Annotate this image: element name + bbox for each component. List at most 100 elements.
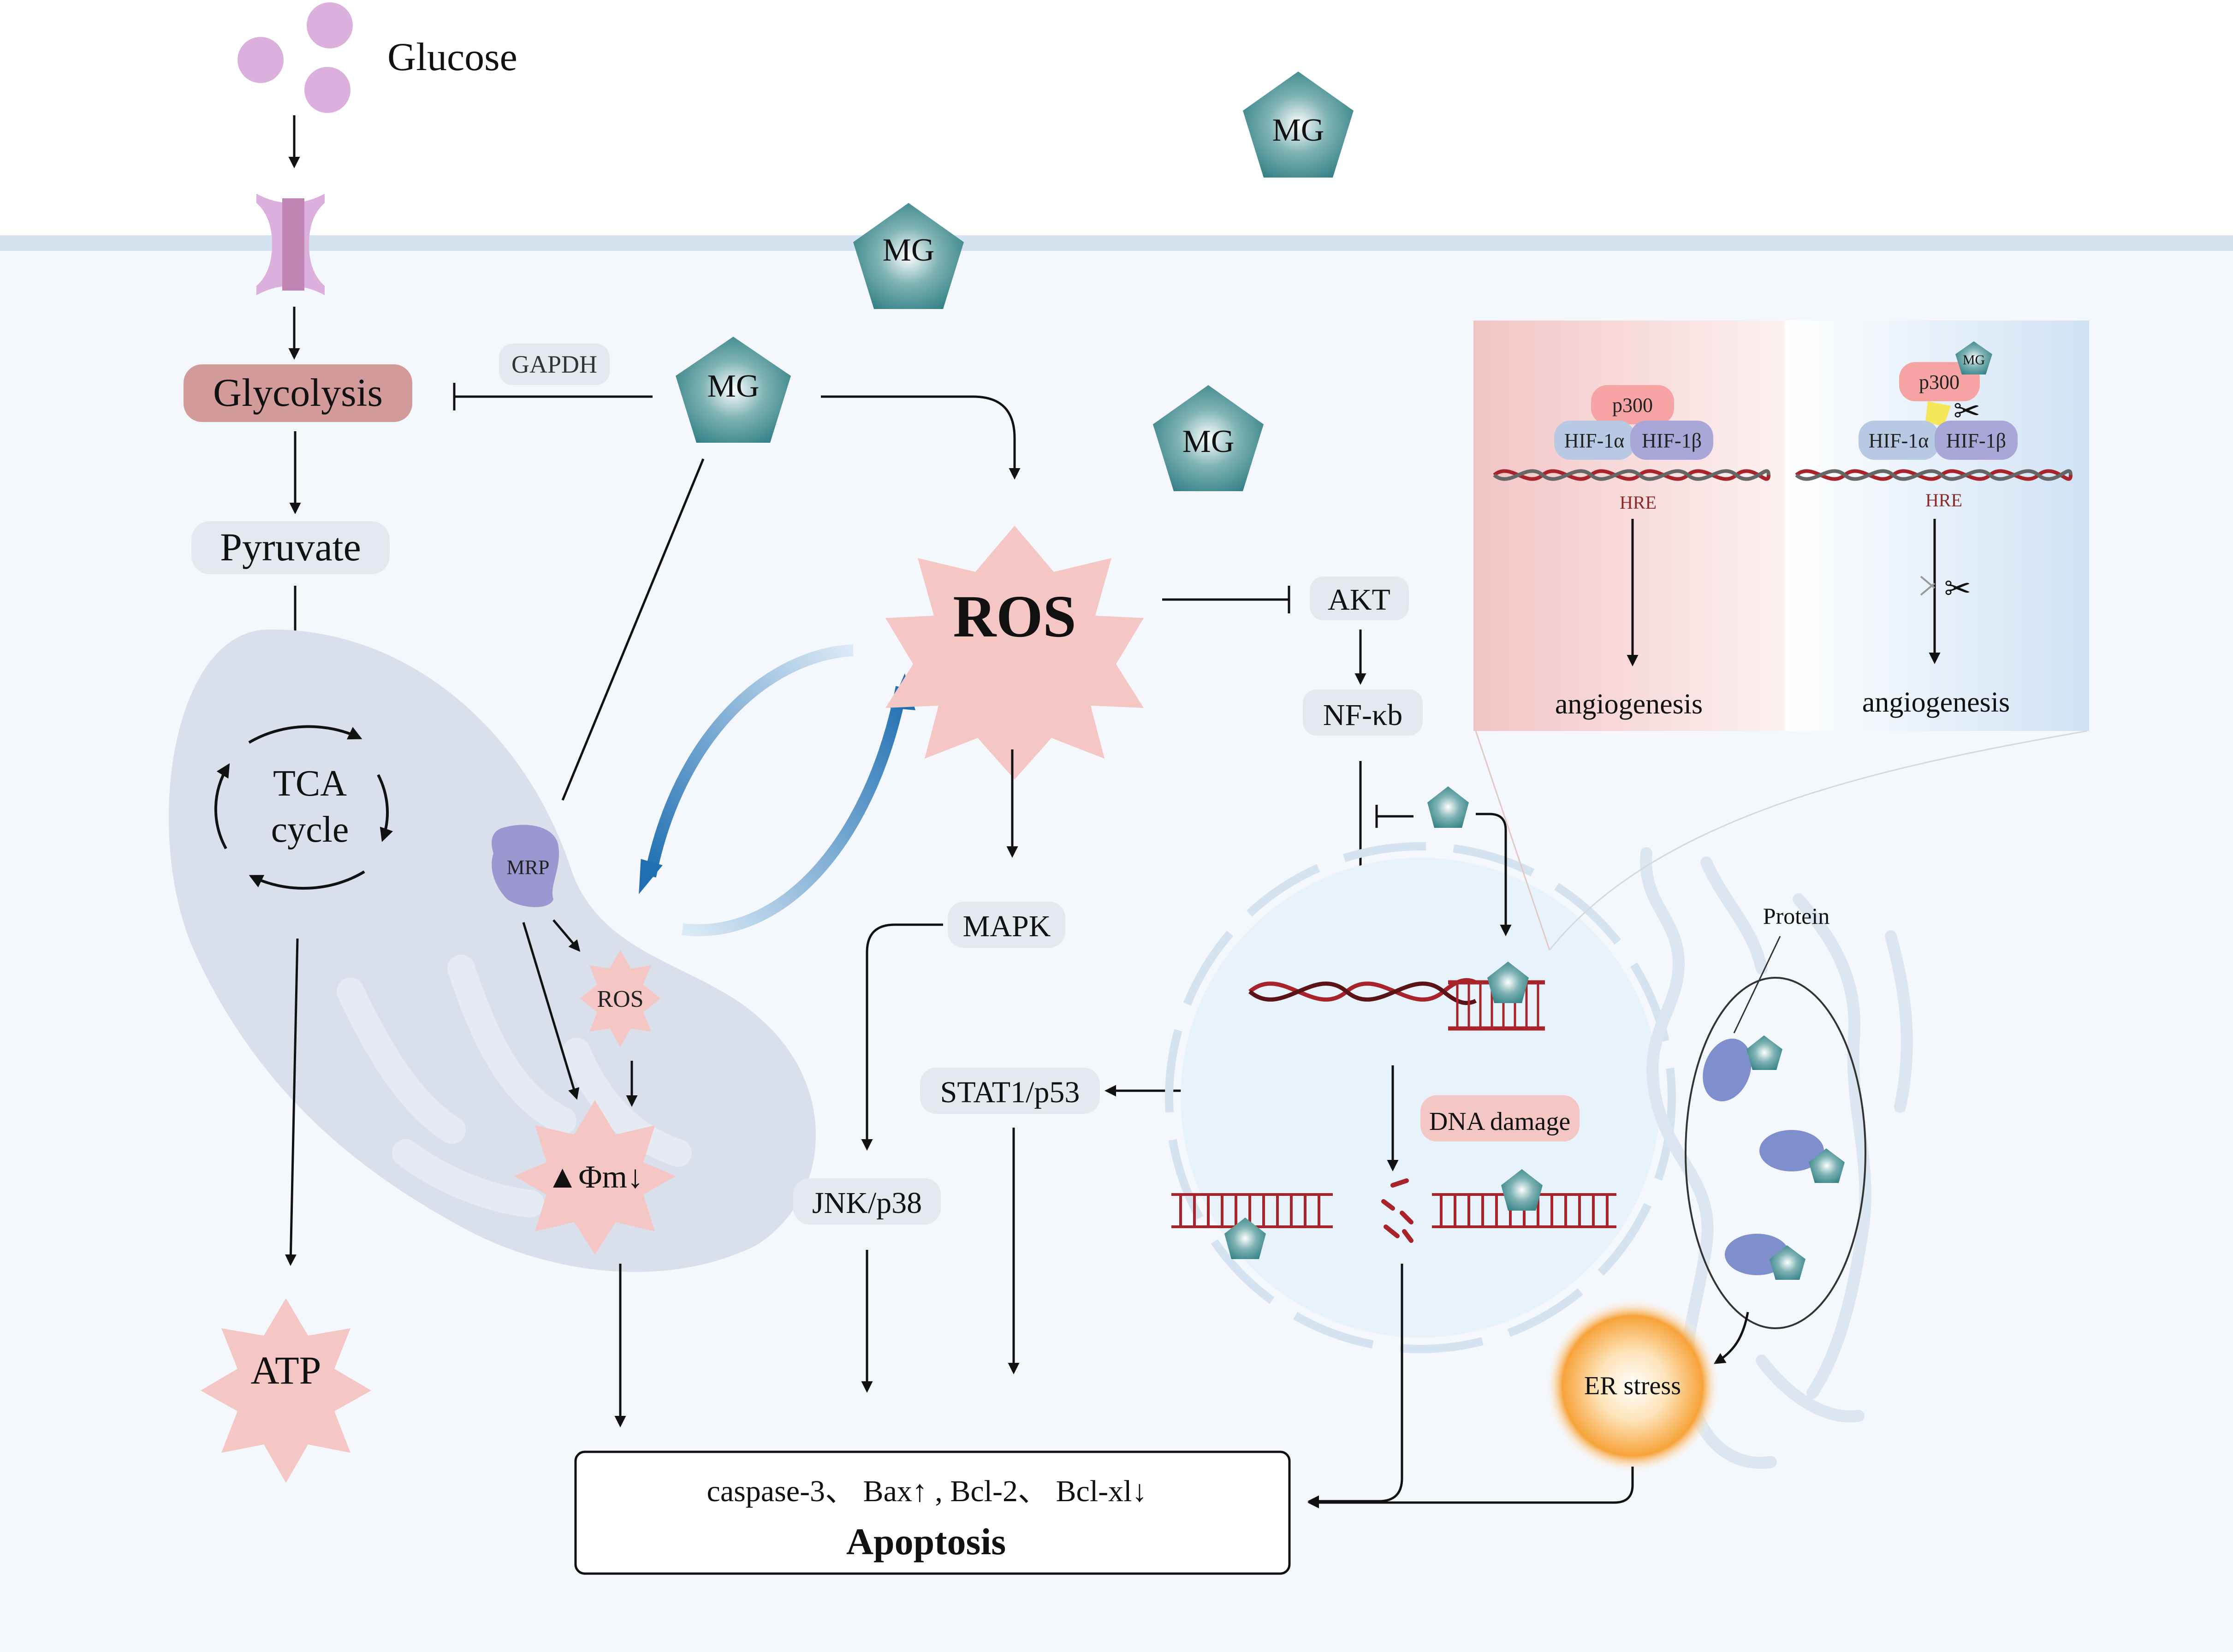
mg-small-nucleus-2 xyxy=(1487,962,1529,1003)
nucleus xyxy=(1181,858,1660,1337)
nfkb-label: NF-κb xyxy=(1323,698,1403,732)
nfkb-pill xyxy=(1303,689,1423,736)
p300-left xyxy=(1591,385,1674,424)
dna-fragments xyxy=(1381,1178,1413,1243)
apoptosis-box xyxy=(574,1450,1291,1575)
line-mg-mrp xyxy=(561,458,705,801)
p300-right-label: p300 xyxy=(1919,371,1960,393)
mapk-pill xyxy=(948,902,1065,948)
hre-left-label: HRE xyxy=(1620,492,1657,513)
mitochondrion xyxy=(168,629,816,1272)
dna-damage-pill xyxy=(1420,1095,1580,1141)
gapdh-label: GAPDH xyxy=(511,351,597,378)
glycolysis-box xyxy=(184,364,412,422)
er-stress-glow xyxy=(1545,1298,1720,1474)
dna-damage-label: DNA damage xyxy=(1429,1107,1570,1136)
mg-label-4: MG xyxy=(1182,424,1235,459)
mg-pentagon-3: MG xyxy=(676,337,791,443)
stat1-p53-label: STAT1/p53 xyxy=(940,1076,1080,1109)
mg-pentagon-1: MG xyxy=(1243,71,1354,178)
hif1b-right-label: HIF-1β xyxy=(1946,429,2006,452)
mg-label-3: MG xyxy=(707,368,760,404)
arrow-mrp-ros xyxy=(552,919,581,952)
arrow-er-apoptosis xyxy=(1307,1467,1634,1509)
mrp-icon xyxy=(492,825,559,907)
nuclear-envelope xyxy=(1165,842,1676,1353)
inset-panel-left xyxy=(1473,321,1785,731)
hif1b-left xyxy=(1630,421,1713,460)
phim-star xyxy=(514,1100,676,1254)
mapk-label: MAPK xyxy=(963,909,1051,943)
mg-small-nucleus-4 xyxy=(1224,1218,1266,1259)
arrow-mg-ros xyxy=(821,395,1021,480)
akt-pill xyxy=(1310,576,1409,620)
p300-left-label: p300 xyxy=(1612,394,1653,416)
glucose-molecules xyxy=(238,2,353,113)
zoom-line-right xyxy=(1549,730,2087,951)
hif1a-left-label: HIF-1α xyxy=(1564,429,1625,452)
mrp-label: MRP xyxy=(507,856,550,879)
p300-right xyxy=(1899,362,1980,401)
mg-pentagon-2: MG xyxy=(853,203,964,309)
glycolysis-label: Glycolysis xyxy=(213,370,383,415)
hif1a-right xyxy=(1859,421,1939,460)
er-stress-label: ER stress xyxy=(1584,1372,1681,1400)
pyruvate-label: Pyruvate xyxy=(220,525,361,569)
hre-right-label: HRE xyxy=(1925,490,1962,511)
line-protein-label xyxy=(1733,936,1781,1034)
hre-dna-right xyxy=(1795,469,2073,481)
arrow-tca-atp xyxy=(285,938,299,1266)
tca-label-line1: TCA xyxy=(273,763,347,804)
dna-helix xyxy=(1248,978,1545,1031)
angiogenesis-left-label: angiogenesis xyxy=(1555,689,1703,720)
protein-ellipse xyxy=(1685,977,1866,1329)
misfolded-proteins xyxy=(1703,1035,1845,1280)
arrow-mrp-phim xyxy=(522,922,580,1100)
mg-label-1: MG xyxy=(1272,113,1324,148)
hre-dna-left xyxy=(1493,469,1770,481)
binding-site-highlight xyxy=(1925,401,1951,427)
inhibit-mg-nfkb xyxy=(1375,805,1413,828)
hif1a-right-label: HIF-1α xyxy=(1869,429,1929,452)
mg-small-inset xyxy=(1955,341,1992,374)
mg-small-nucleus-3 xyxy=(1501,1169,1543,1211)
arrow-mapk-jnk xyxy=(861,923,943,1151)
inhibit-ros-akt xyxy=(1162,586,1290,613)
ros-main-star xyxy=(885,526,1144,779)
phim-label: ▲Φm↓ xyxy=(546,1159,643,1195)
jnk-p38-label: JNK/p38 xyxy=(812,1186,922,1220)
cut-mark-right xyxy=(1920,582,1936,596)
zoom-line-left xyxy=(1475,731,1550,951)
mg-label-2: MG xyxy=(883,232,935,268)
angiogenesis-right-label: angiogenesis xyxy=(1862,687,2010,718)
akt-label: AKT xyxy=(1328,583,1390,617)
ros-small-star xyxy=(580,950,660,1047)
stat1-p53-pill xyxy=(920,1068,1100,1114)
apoptosis-label: Apoptosis xyxy=(846,1521,1006,1563)
atp-star xyxy=(201,1298,371,1483)
hif1b-left-label: HIF-1β xyxy=(1642,429,1702,452)
glucose-transporter-icon xyxy=(256,194,325,295)
inhibit-mg-glycolysis xyxy=(453,383,653,410)
arrow-mg-dna xyxy=(1476,813,1512,936)
arrow-dna-apoptosis xyxy=(1307,1264,1403,1507)
ros-main-label: ROS xyxy=(953,583,1076,650)
glucose-label: Glucose xyxy=(387,35,517,79)
mg-pentagon-4: MG xyxy=(1153,385,1264,491)
jnk-p38-pill xyxy=(793,1178,941,1224)
endoplasmic-reticulum xyxy=(1640,847,1913,1469)
apoptosis-markers: caspase-3、 Bax↑ , Bcl-2、 Bcl-xl↓ xyxy=(707,1474,1147,1508)
mg-small-inset-label: MG xyxy=(1963,352,1985,368)
pyruvate-pill xyxy=(191,521,390,574)
ros-small-label: ROS xyxy=(597,986,643,1012)
hif1a-left xyxy=(1554,421,1635,460)
gapdh-pill xyxy=(499,344,610,385)
mg-small-nucleus-1 xyxy=(1427,786,1469,828)
protein-label: Protein xyxy=(1763,903,1829,929)
mitochondrial-cristae xyxy=(337,955,692,1218)
arrow-protein-er-stress xyxy=(1713,1312,1749,1364)
tca-label-line2: cycle xyxy=(271,809,349,850)
cell-membrane xyxy=(0,235,2233,251)
scissors-icon-bottom: ✂ xyxy=(1944,571,1972,607)
